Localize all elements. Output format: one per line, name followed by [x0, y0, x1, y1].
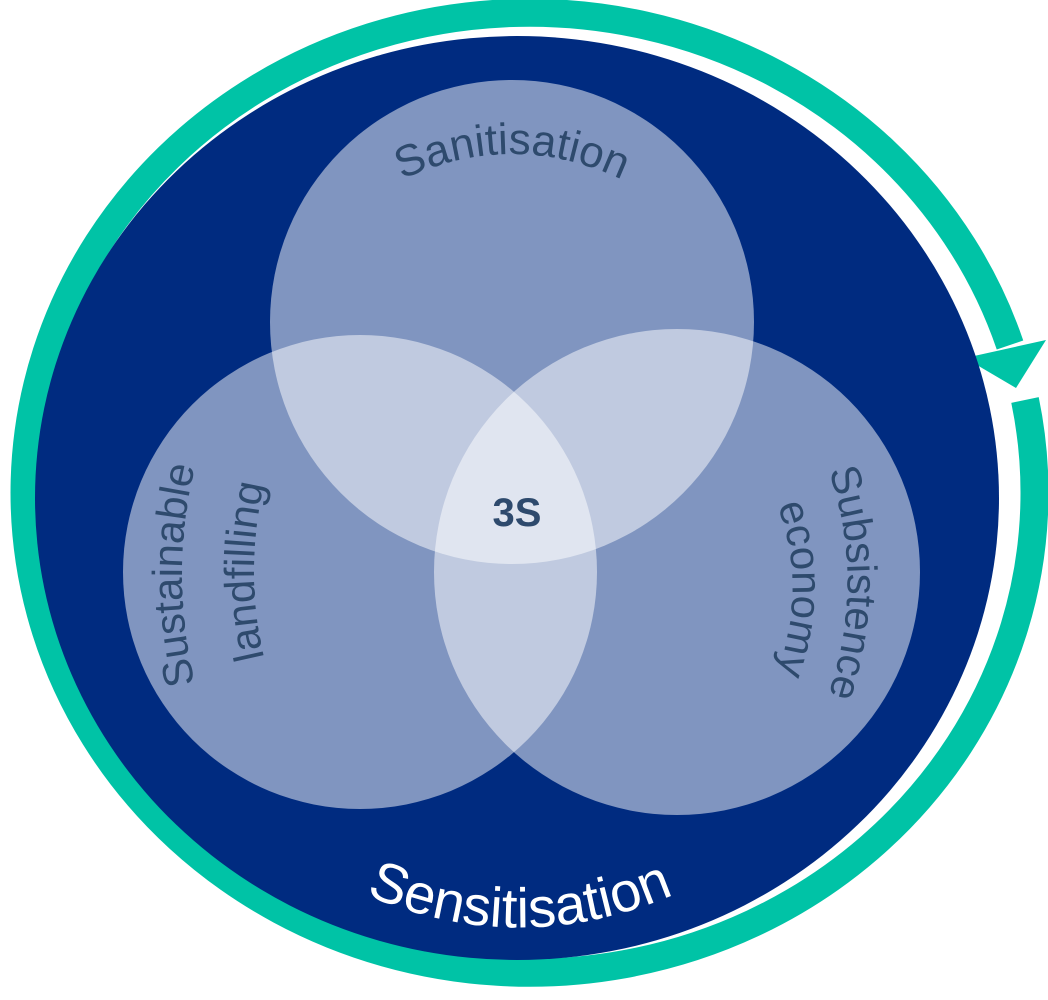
label-center-3s: 3S [493, 491, 542, 535]
cycle-arrowhead-icon [965, 340, 1046, 388]
cycle-ring [10, 0, 1048, 987]
circle-subsistence-economy [434, 329, 920, 815]
